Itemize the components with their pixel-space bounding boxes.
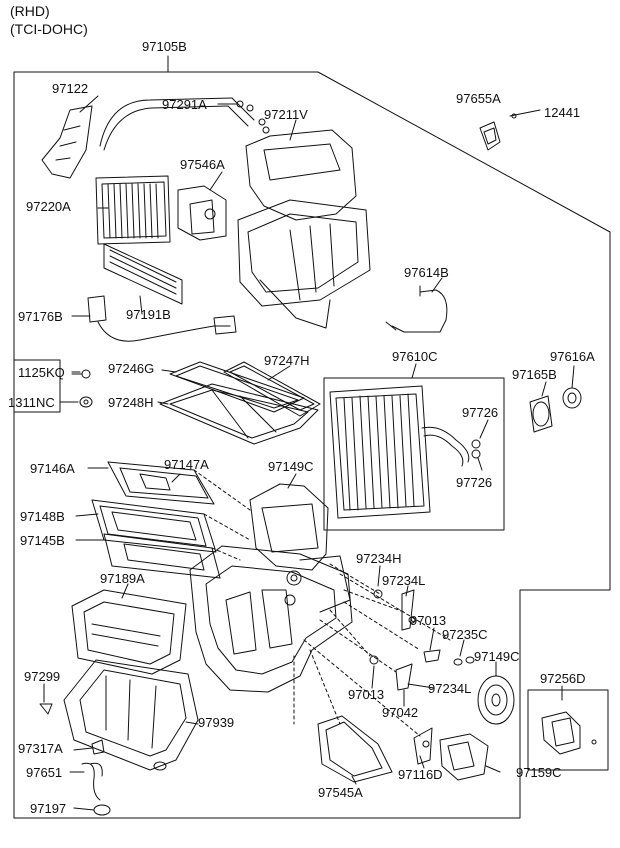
part-label: 97149C [474,649,520,664]
part-label: 97610C [392,349,438,364]
part-label: 97197 [30,801,67,816]
assembly-outline [13,55,611,819]
part-label: 97546A [180,157,225,172]
door-97146A [107,461,215,505]
tray-97939 [63,659,199,771]
part-label: 97145B [20,533,65,548]
grommet-97655A [479,109,541,151]
part-label: 97655A [456,91,501,106]
frame-97247H [223,361,321,417]
leader-lines [43,95,575,811]
pipe-97191B [103,243,183,305]
blower-motor-97149C [477,675,515,725]
part-label: 97042 [382,705,419,720]
actuator-97256D [541,711,597,755]
part-label: 97726 [462,405,499,420]
part-label: 12441 [544,105,581,120]
part-label: 97147A [164,457,209,472]
part-label: 97614B [404,265,449,280]
sub-frames [13,359,609,771]
part-label: 97299 [24,669,61,684]
part-label: 97235C [442,627,488,642]
part-label: 97105B [142,39,187,54]
expansion-valve-97165B [529,395,553,433]
part-label: 97220A [26,199,71,214]
part-label: 97149C [268,459,314,474]
part-label: 97246G [108,361,155,376]
sensor-97176B [87,295,237,342]
part-label: 97317A [18,741,63,756]
part-label: 97211V [264,107,308,122]
part-label: 97146A [30,461,75,476]
door-97145B [103,533,221,579]
door-97148B [91,499,217,553]
part-label: 97189A [100,571,145,586]
part-label: 97234L [428,681,472,696]
actuator-97546A [177,185,227,241]
part-label: 97013 [348,687,385,702]
part-label: 97651 [26,765,63,780]
part-label: 97234H [356,551,402,566]
part-label: 97616A [550,349,595,364]
part-label: 97159C [516,765,562,780]
heater-core-97220A [95,175,171,245]
filter-97248H [159,383,319,445]
cover-97545A [317,715,393,783]
part-label: 97545A [318,785,363,800]
part-label: 97116D [398,767,443,782]
evaporator-97610C [329,385,481,519]
lower-case-97149C [189,483,353,693]
leader-lines-dashed [193,469,451,737]
actuator-levers [369,589,475,691]
part-label: 97247H [264,353,310,368]
upper-case-97211V [237,129,371,329]
part-label: 97256D [540,671,586,686]
part-label: 97013 [410,613,447,628]
duct-bracket-97122 [41,105,93,179]
actuator-97159C [413,727,489,781]
header-line-2: (TCI-DOHC) [10,21,88,37]
small-parts-left [39,703,111,816]
part-label: 97176B [18,309,63,324]
part-label: 97234L [382,573,426,588]
sensor-wire-97614B [385,285,448,333]
part-label: 97191B [126,307,171,322]
part-label: 1311NC [8,395,55,410]
part-label: 97248H [108,395,154,410]
filter-tray-97189A [71,589,187,675]
seal-97616A [562,387,582,409]
part-label: 97291A [162,97,207,112]
part-label: 1125KQ [18,365,65,380]
screws-left [71,369,93,408]
part-label: 97939 [198,715,235,730]
part-label: 97148B [20,509,65,524]
part-label: 97165B [512,367,557,382]
part-label: 97726 [456,475,493,490]
part-label: 97122 [52,81,89,96]
header-line-1: (RHD) [10,3,50,19]
